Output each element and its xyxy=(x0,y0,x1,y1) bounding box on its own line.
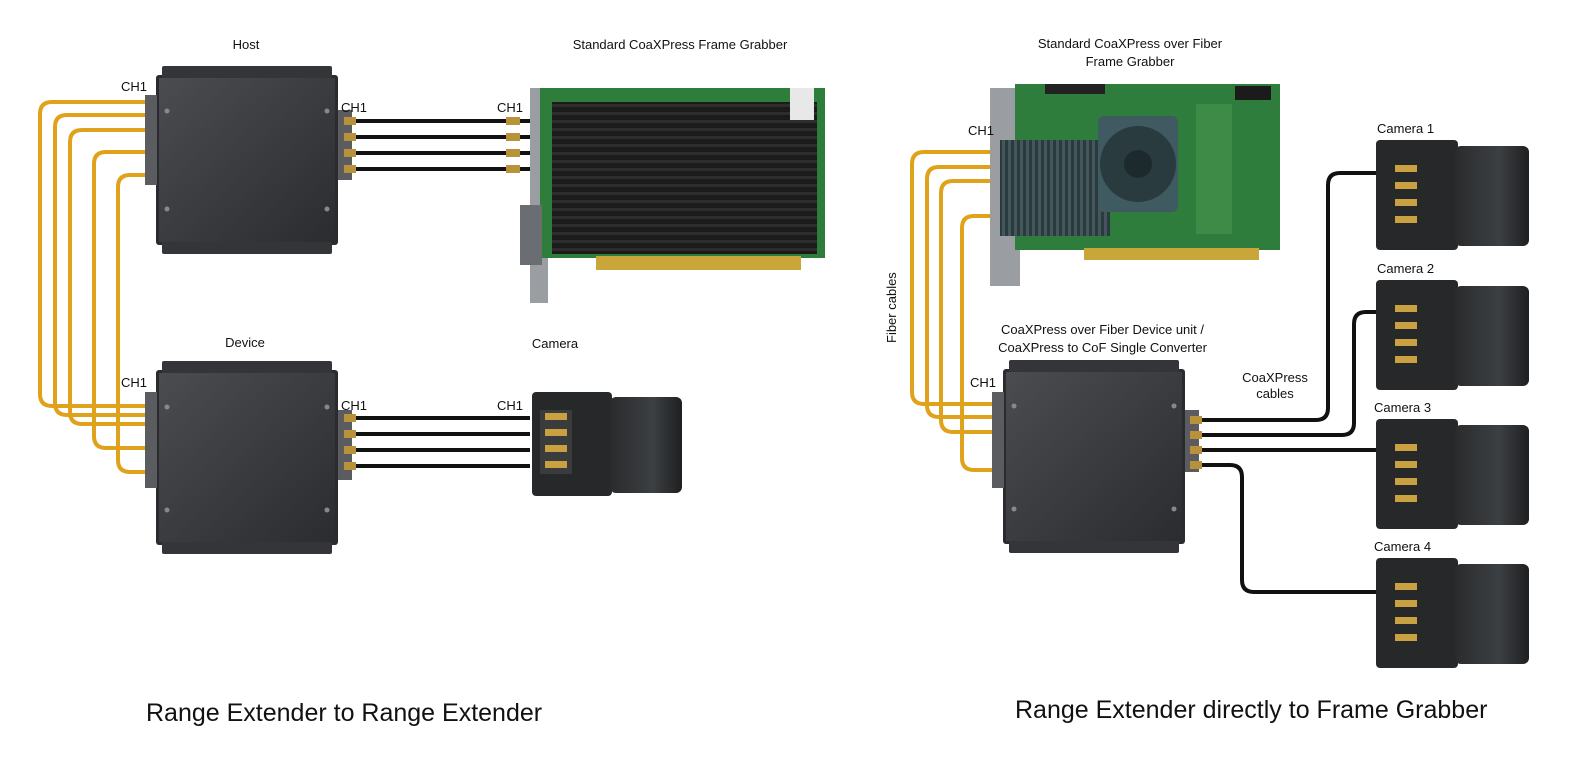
device-label: Device xyxy=(225,335,265,350)
left-fiber-cables xyxy=(38,100,150,474)
left-caption: Range Extender to Range Extender xyxy=(146,699,543,727)
coax-cables-label-line1: CoaXPress xyxy=(1242,370,1308,385)
cof-grabber-ch1-label: CH1 xyxy=(968,123,995,138)
right-coax-cables xyxy=(1195,171,1378,594)
right-caption: Range Extender directly to Frame Grabber xyxy=(1015,696,1488,724)
left-frame-grabber-graphic xyxy=(520,88,825,303)
camera-4-graphic xyxy=(1376,558,1529,668)
left-host-connectors xyxy=(344,117,520,173)
cof-device-label-line1: CoaXPress over Fiber Device unit / xyxy=(1000,322,1205,337)
coax-cables-label-line2: cables xyxy=(1256,386,1294,401)
right-frame-grabber-graphic xyxy=(990,84,1280,286)
host-ch1-right-label: CH1 xyxy=(341,100,368,115)
left-device-connectors xyxy=(344,414,356,470)
host-box-graphic xyxy=(145,66,352,254)
cof-grabber-label-line1: Standard CoaXPress over Fiber xyxy=(1037,36,1223,51)
camera-4-label: Camera 4 xyxy=(1374,539,1432,554)
camera-3-label: Camera 3 xyxy=(1374,400,1432,415)
camera-ch1-label: CH1 xyxy=(497,398,524,413)
camera-2-graphic xyxy=(1376,280,1529,390)
camera-1-label: Camera 1 xyxy=(1377,121,1435,136)
left-device-coax-cables xyxy=(350,416,530,468)
cof-grabber-label-line2: Frame Grabber xyxy=(1085,54,1175,69)
camera-1-graphic xyxy=(1376,140,1529,250)
device-box-graphic xyxy=(145,361,352,554)
camera-3-graphic xyxy=(1376,419,1529,529)
camera-2-label: Camera 2 xyxy=(1377,261,1435,276)
camera-label: Camera xyxy=(531,336,579,351)
cof-device-ch1-label: CH1 xyxy=(970,375,997,390)
left-camera-graphic xyxy=(532,392,682,496)
frame-grabber-label: Standard CoaXPress Frame Grabber xyxy=(572,37,788,52)
grabber-ch1-label: CH1 xyxy=(497,100,524,115)
left-host-coax-cables xyxy=(350,119,530,171)
right-fiber-cables xyxy=(910,150,998,472)
device-ch1-left-label: CH1 xyxy=(121,375,148,390)
fiber-cables-label: Fiber cables xyxy=(884,272,899,343)
right-device-box-graphic xyxy=(992,360,1199,553)
cof-device-label-line2: CoaXPress to CoF Single Converter xyxy=(998,340,1207,355)
host-label: Host xyxy=(232,37,260,52)
right-device-connectors xyxy=(1190,416,1202,469)
host-ch1-left-label: CH1 xyxy=(121,79,148,94)
device-ch1-right-label: CH1 xyxy=(341,398,368,413)
